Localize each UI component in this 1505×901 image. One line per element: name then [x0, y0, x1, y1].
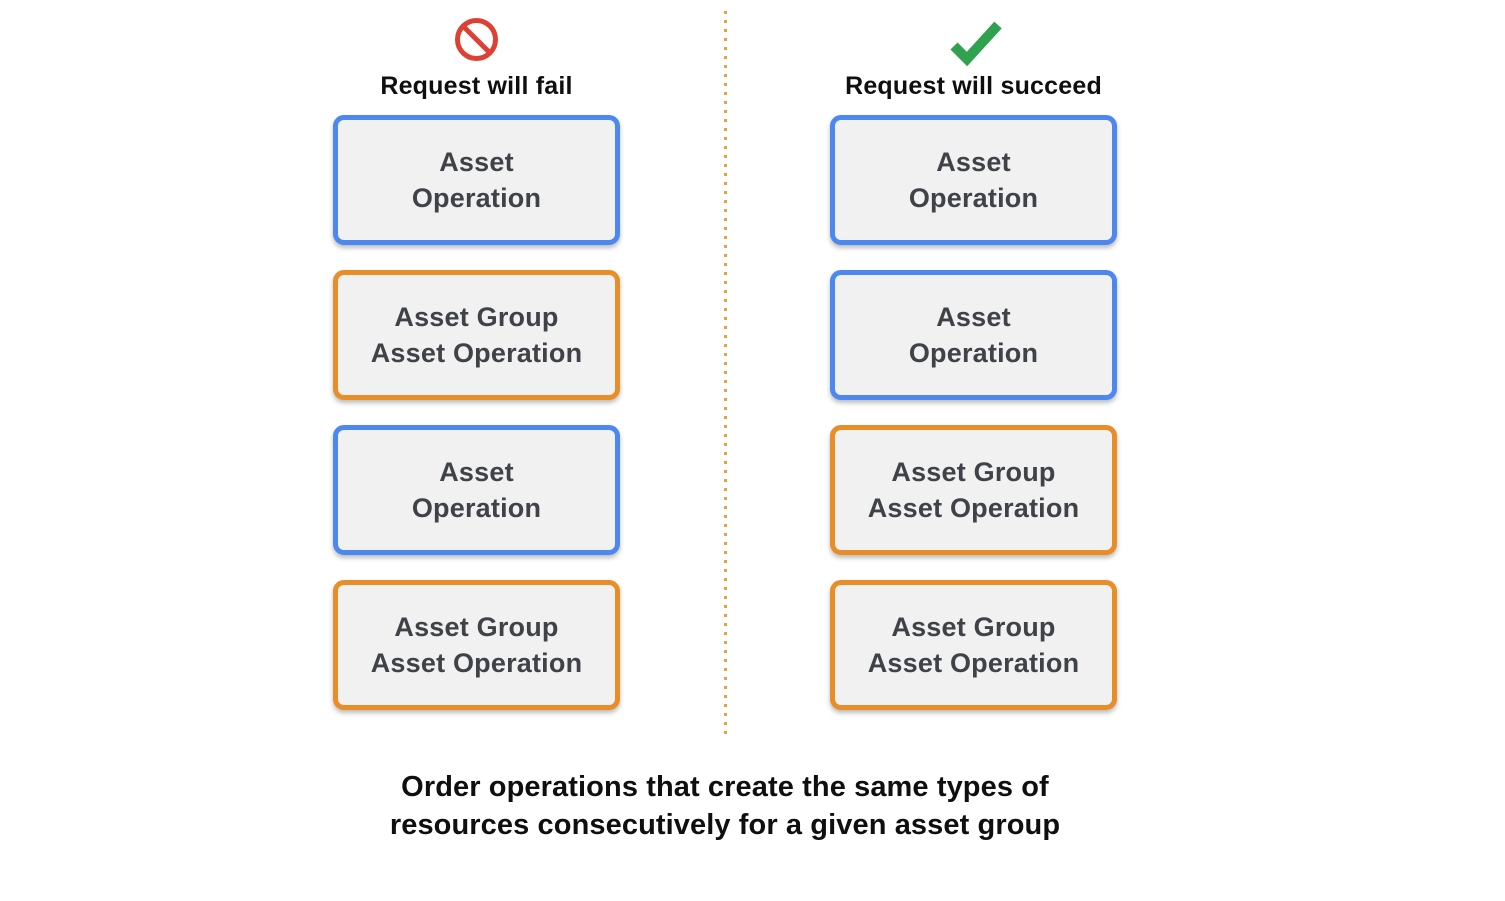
caption-line-1: Order operations that create the same ty… — [401, 771, 1049, 803]
box-label: Asset Group Asset Operation — [867, 457, 1080, 523]
box-label: Asset Group Asset Operation — [867, 612, 1080, 678]
succeed-column: Request will succeed Asset Operation Ass… — [830, 16, 1117, 710]
prohibited-icon — [455, 18, 498, 61]
fail-icon-wrap — [453, 16, 500, 68]
box-label: Asset Operation — [411, 457, 542, 523]
box-label: Asset Operation — [908, 147, 1039, 213]
asset-operation-box: Asset Operation — [830, 270, 1117, 400]
box-label: Asset Group Asset Operation — [370, 302, 583, 368]
succeed-column-title: Request will succeed — [845, 72, 1102, 100]
fail-column-title: Request will fail — [380, 72, 573, 100]
dotted-divider — [724, 11, 727, 738]
asset-operation-box: Asset Operation — [830, 115, 1117, 245]
asset-group-asset-operation-box: Asset Group Asset Operation — [830, 425, 1117, 555]
fail-box-list: Asset Operation Asset Group Asset Operat… — [333, 115, 620, 710]
box-label: Asset Operation — [411, 147, 542, 213]
caption-line-2: resources consecutively for a given asse… — [389, 809, 1061, 841]
succeed-box-list: Asset Operation Asset Operation Asset Gr… — [830, 115, 1117, 710]
diagram-caption: Order operations that create the same ty… — [275, 768, 1175, 844]
succeed-icon-wrap — [941, 16, 1007, 68]
asset-group-asset-operation-box: Asset Group Asset Operation — [333, 580, 620, 710]
asset-group-asset-operation-box: Asset Group Asset Operation — [830, 580, 1117, 710]
checkmark-icon — [949, 21, 1002, 67]
box-label: Asset Operation — [908, 302, 1039, 368]
asset-group-asset-operation-box: Asset Group Asset Operation — [333, 270, 620, 400]
asset-operation-box: Asset Operation — [333, 425, 620, 555]
box-label: Asset Group Asset Operation — [370, 612, 583, 678]
fail-column: Request will fail Asset Operation Asset … — [333, 16, 620, 710]
asset-operation-box: Asset Operation — [333, 115, 620, 245]
